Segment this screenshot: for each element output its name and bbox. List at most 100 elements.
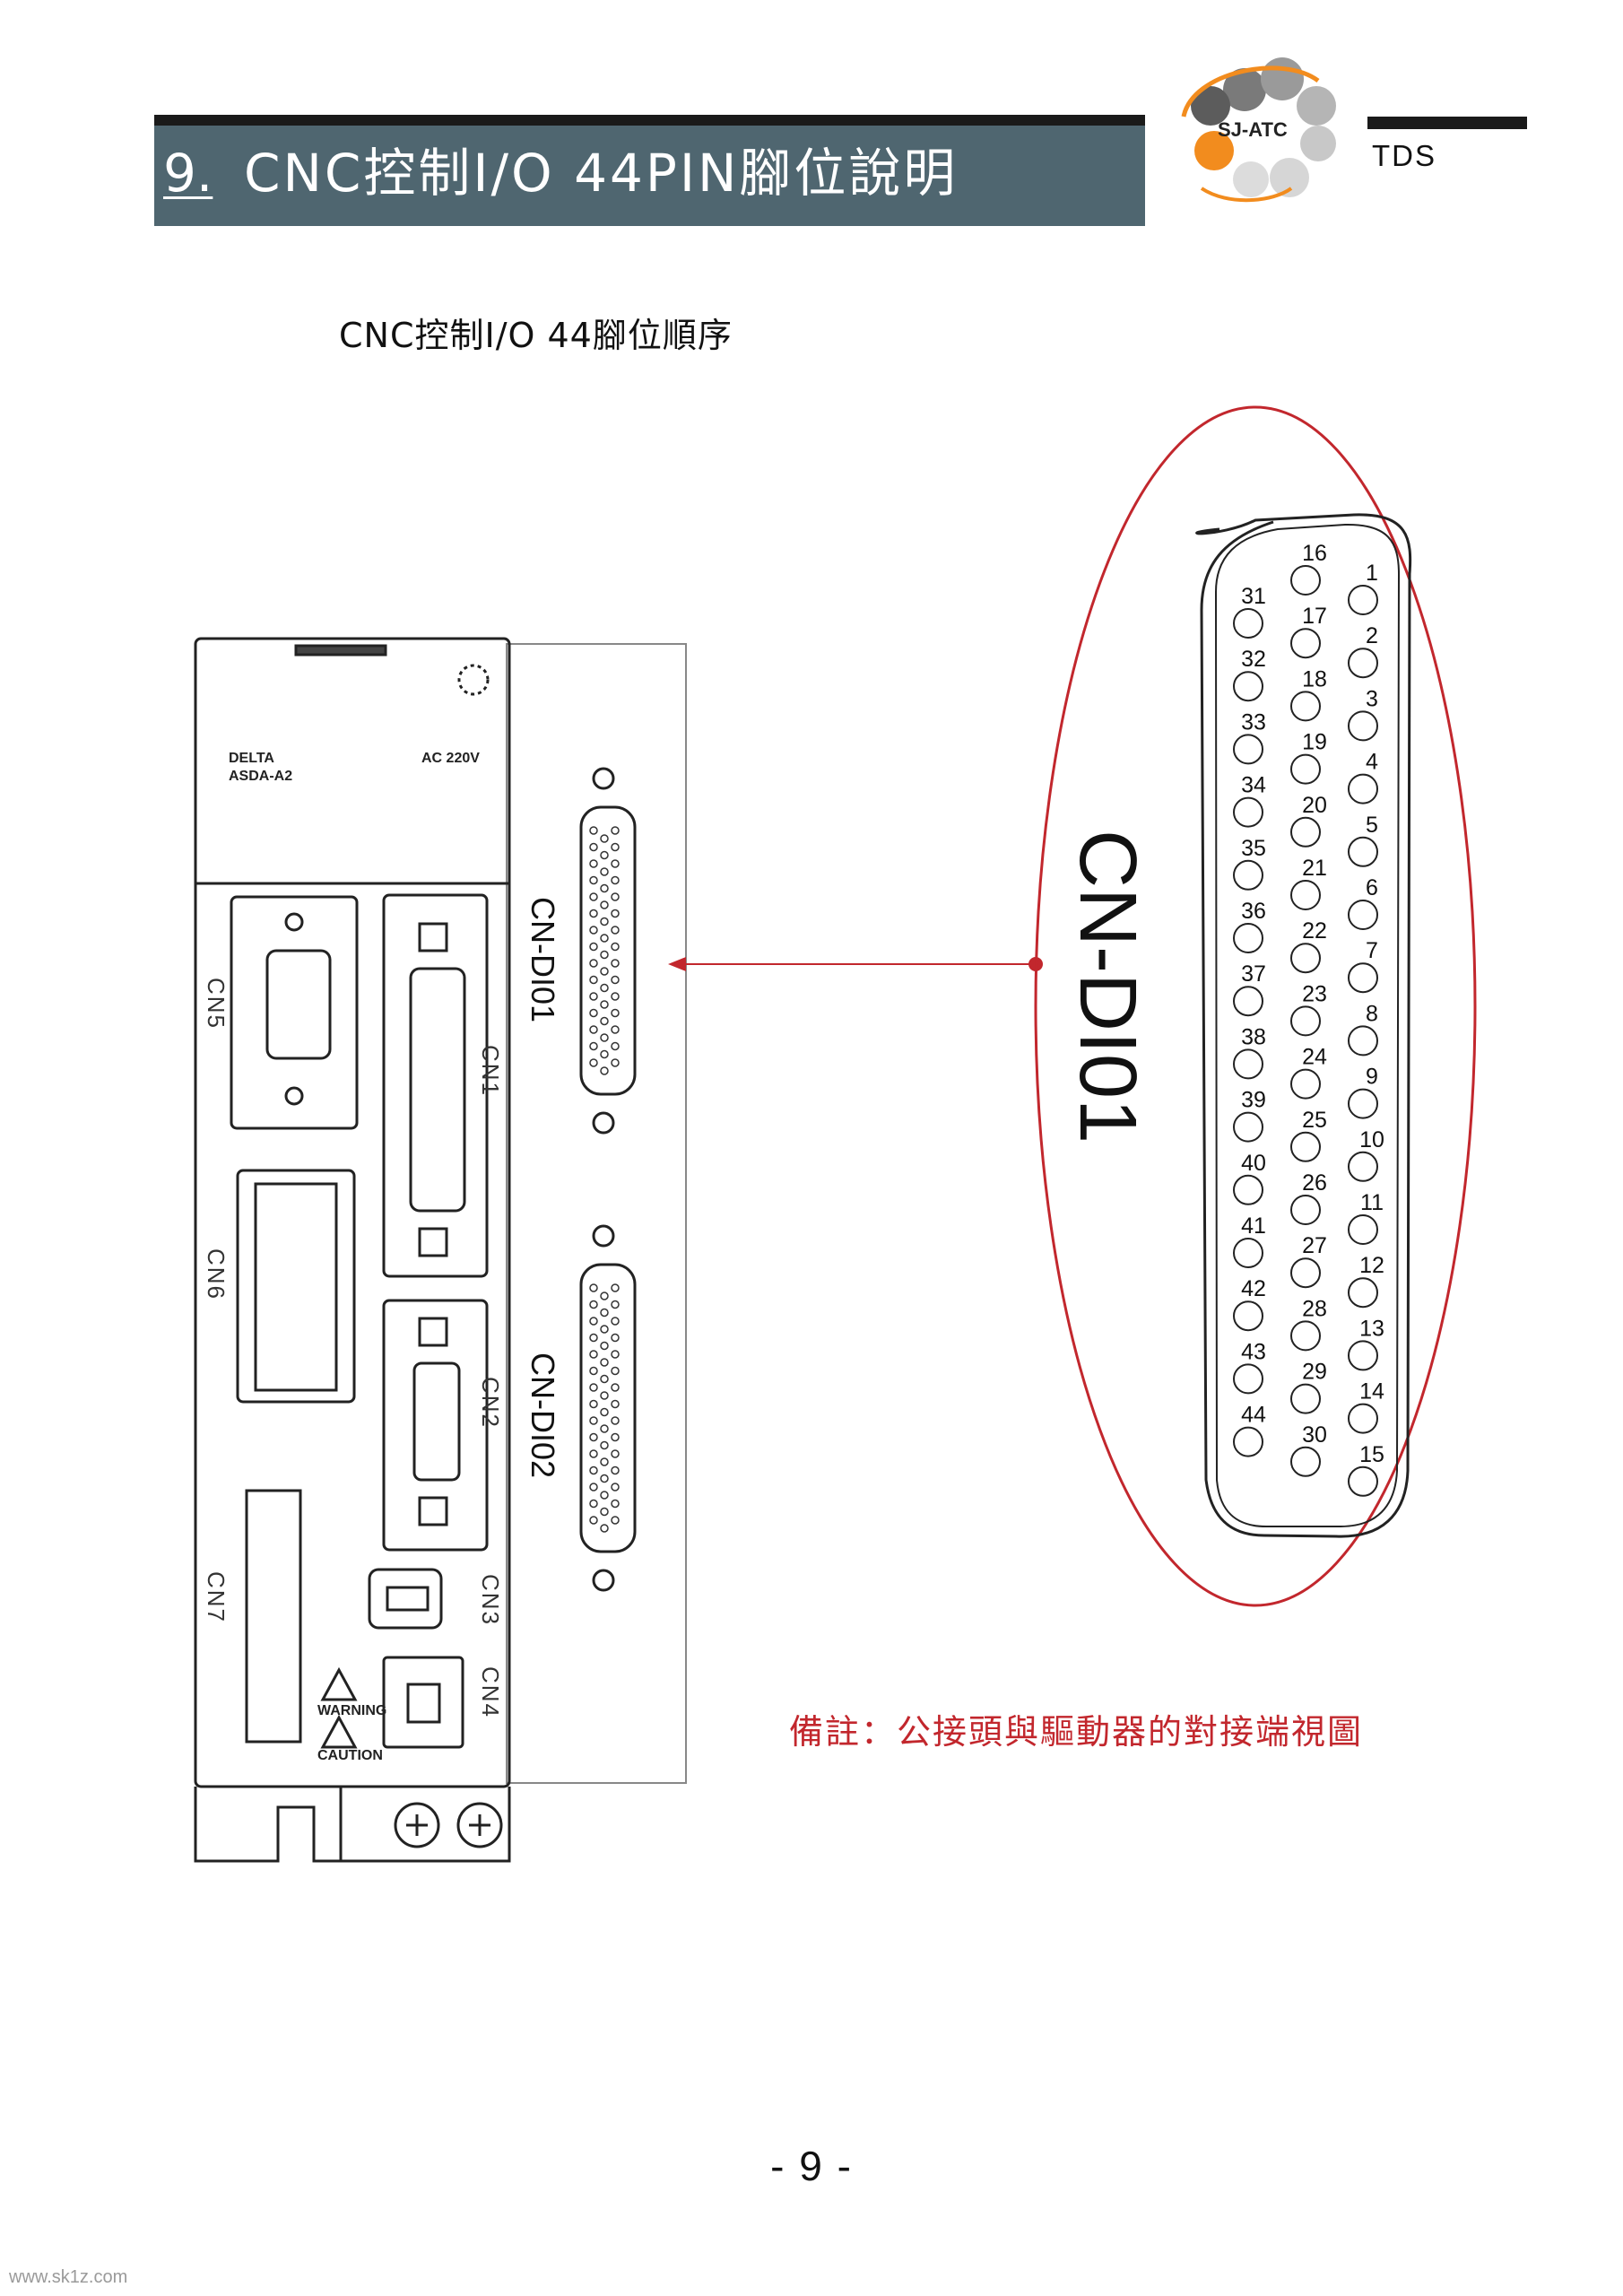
pin-number: 18 <box>1302 666 1327 691</box>
adapter-pin-dot <box>611 1350 620 1359</box>
pin-hole <box>1233 1111 1263 1143</box>
pin-hole <box>1233 1238 1263 1268</box>
adapter-pin-dot <box>611 1058 620 1067</box>
pin-number: 24 <box>1302 1045 1327 1070</box>
brand-label: DELTA <box>229 751 274 766</box>
pin-hole <box>1348 710 1378 742</box>
adapter-pin-dot <box>600 1292 609 1300</box>
pin-number: 20 <box>1302 793 1327 818</box>
pin-hole <box>1290 1446 1321 1477</box>
adapter-pin-dot <box>600 983 609 993</box>
pin-hole <box>1348 962 1378 994</box>
pin-hole <box>1290 880 1321 910</box>
pin-number: 29 <box>1302 1360 1327 1385</box>
adapter-connector-2 <box>579 1263 637 1553</box>
adapter-pin-dot <box>589 1283 598 1292</box>
pin-hole <box>1233 1363 1263 1395</box>
adapter-pin-dot <box>589 1449 598 1458</box>
adapter-pin-dot <box>611 1041 620 1051</box>
adapter-pin-dot <box>589 842 598 852</box>
adapter-pin-dot <box>600 1325 609 1334</box>
pin-hole <box>1290 1320 1321 1352</box>
pin-hole <box>1233 796 1263 828</box>
section-number: 9. <box>163 143 213 204</box>
adapter-pin-dot <box>600 917 609 926</box>
adapter-pin-dot <box>589 926 598 935</box>
pin-number: 30 <box>1302 1422 1327 1448</box>
pin-number: 15 <box>1359 1442 1384 1467</box>
pin-hole <box>1348 1340 1378 1371</box>
pin-number: 3 <box>1366 686 1378 711</box>
pointer-arrowhead <box>668 957 686 971</box>
pin-number: 7 <box>1366 938 1378 963</box>
pin-hole <box>1233 1174 1263 1205</box>
pin-hole <box>1348 773 1378 804</box>
adapter-pin-dot <box>611 1449 620 1458</box>
model-label: ASDA-A2 <box>229 769 292 784</box>
pin-hole <box>1348 585 1378 615</box>
pin-hole <box>1348 1465 1378 1497</box>
pin-hole <box>1290 1195 1321 1225</box>
adapter-pin-dot <box>589 875 598 885</box>
footnote: 備註：公接頭與驅動器的對接端視圖 <box>789 1712 1364 1752</box>
connector-inner-outline <box>1214 523 1401 1527</box>
adapter-pin-dot <box>589 959 598 968</box>
pin-number: 19 <box>1302 730 1327 755</box>
adapter-pin-dot <box>600 1033 609 1042</box>
page-number: - 9 - <box>770 2143 853 2189</box>
pin-hole <box>1233 608 1263 639</box>
adapter-pin-dot <box>600 1308 609 1318</box>
pin-number: 22 <box>1302 918 1327 944</box>
adapter-pin-dot <box>589 1058 598 1067</box>
adapter-pin-dot <box>589 1366 598 1376</box>
pin-hole <box>1290 1068 1321 1100</box>
adapter-pin-dot <box>611 1025 620 1034</box>
pin-hole <box>1348 1214 1378 1245</box>
adapter-pin-dot <box>611 909 620 918</box>
adapter-pin-dot <box>600 1440 609 1450</box>
port-label-cn6: CN6 <box>203 1248 230 1300</box>
adapter-pin-dot <box>589 1350 598 1359</box>
adapter-pin-dot <box>611 1283 620 1292</box>
adapter-pin-dot <box>589 826 598 835</box>
adapter-pin-dot <box>589 1516 598 1525</box>
pin-hole <box>1348 1025 1378 1057</box>
adapter-pin-dot <box>589 1025 598 1034</box>
adapter-pin-dot <box>611 1317 620 1326</box>
port-label-cn1: CN1 <box>477 1045 504 1097</box>
pin-number: 34 <box>1241 773 1266 798</box>
header-top-rule <box>154 115 1145 126</box>
pin-hole <box>1233 1048 1263 1080</box>
adapter-pin-dot <box>589 1416 598 1425</box>
pin-number: 44 <box>1241 1403 1266 1428</box>
pin-hole <box>1290 943 1321 974</box>
adapter-pin-dot <box>600 1424 609 1433</box>
port-label-cn4: CN4 <box>477 1666 504 1718</box>
adapter-pin-dot <box>600 1491 609 1500</box>
adapter-pin-dot <box>600 1341 609 1351</box>
pin-number: 16 <box>1302 541 1327 566</box>
adapter-pin-dot <box>611 1499 620 1509</box>
pin-number: 14 <box>1359 1379 1384 1405</box>
adapter-pin-dot <box>600 1474 609 1483</box>
adapter-pin-dot <box>600 867 609 876</box>
adapter-pin-dot <box>600 1407 609 1417</box>
pin-number: 31 <box>1241 584 1266 609</box>
adapter-pin-dot <box>589 975 598 985</box>
pin-number: 32 <box>1241 647 1266 672</box>
servo-drive <box>194 637 511 1863</box>
header-right-rule <box>1367 117 1527 129</box>
adapter-pin-dot <box>589 1465 598 1475</box>
pin-number: 10 <box>1359 1127 1384 1152</box>
pin-number: 27 <box>1302 1233 1327 1258</box>
pin-number: 40 <box>1241 1151 1266 1176</box>
adapter-pin-dot <box>589 1300 598 1309</box>
adapter-pin-dot <box>611 1300 620 1309</box>
adapter-pin-dot <box>611 859 620 868</box>
adapter-pin-dot <box>600 850 609 860</box>
adapter-pin-dot <box>611 975 620 985</box>
pin-number: 26 <box>1302 1170 1327 1196</box>
pin-number: 4 <box>1366 750 1378 775</box>
adapter-pin-dot <box>611 1008 620 1018</box>
adapter-pin-dot <box>611 842 620 852</box>
